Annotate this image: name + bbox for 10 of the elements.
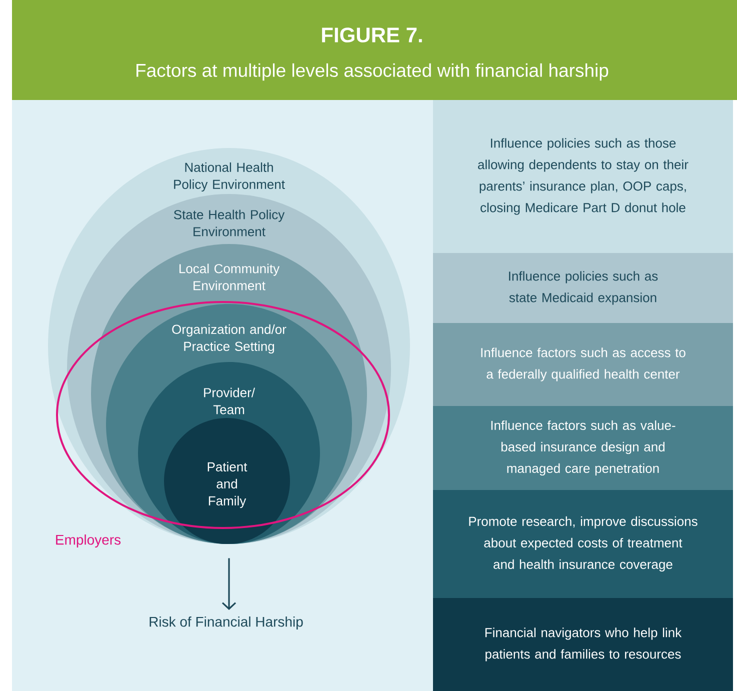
title: Factors at multiple levels associated with financial harship — [136, 63, 608, 81]
action-box: Influence policies such as state Medicaid expansion — [433, 253, 733, 323]
action-box: Influence policies such as those allowing dependents to stay on their parents’ insurance plan, OOP caps, closing Medicare Part D donut hole — [433, 100, 733, 253]
action-box: Promote research, improve discussions about expected costs of treatment and health insurance coverage — [433, 490, 733, 598]
action-box: Influence factors such as access to a federally qualified health center — [433, 323, 733, 406]
action-box: Influence factors such as value-based insurance design and managed care penetration — [433, 406, 733, 490]
outcome-label: Risk of Financial Harship — [150, 616, 303, 630]
action-box: Financial navigators who help link patients and families to resources — [433, 598, 733, 691]
figure-number: FIGURE 7. — [322, 28, 422, 42]
arrow — [222, 558, 236, 610]
